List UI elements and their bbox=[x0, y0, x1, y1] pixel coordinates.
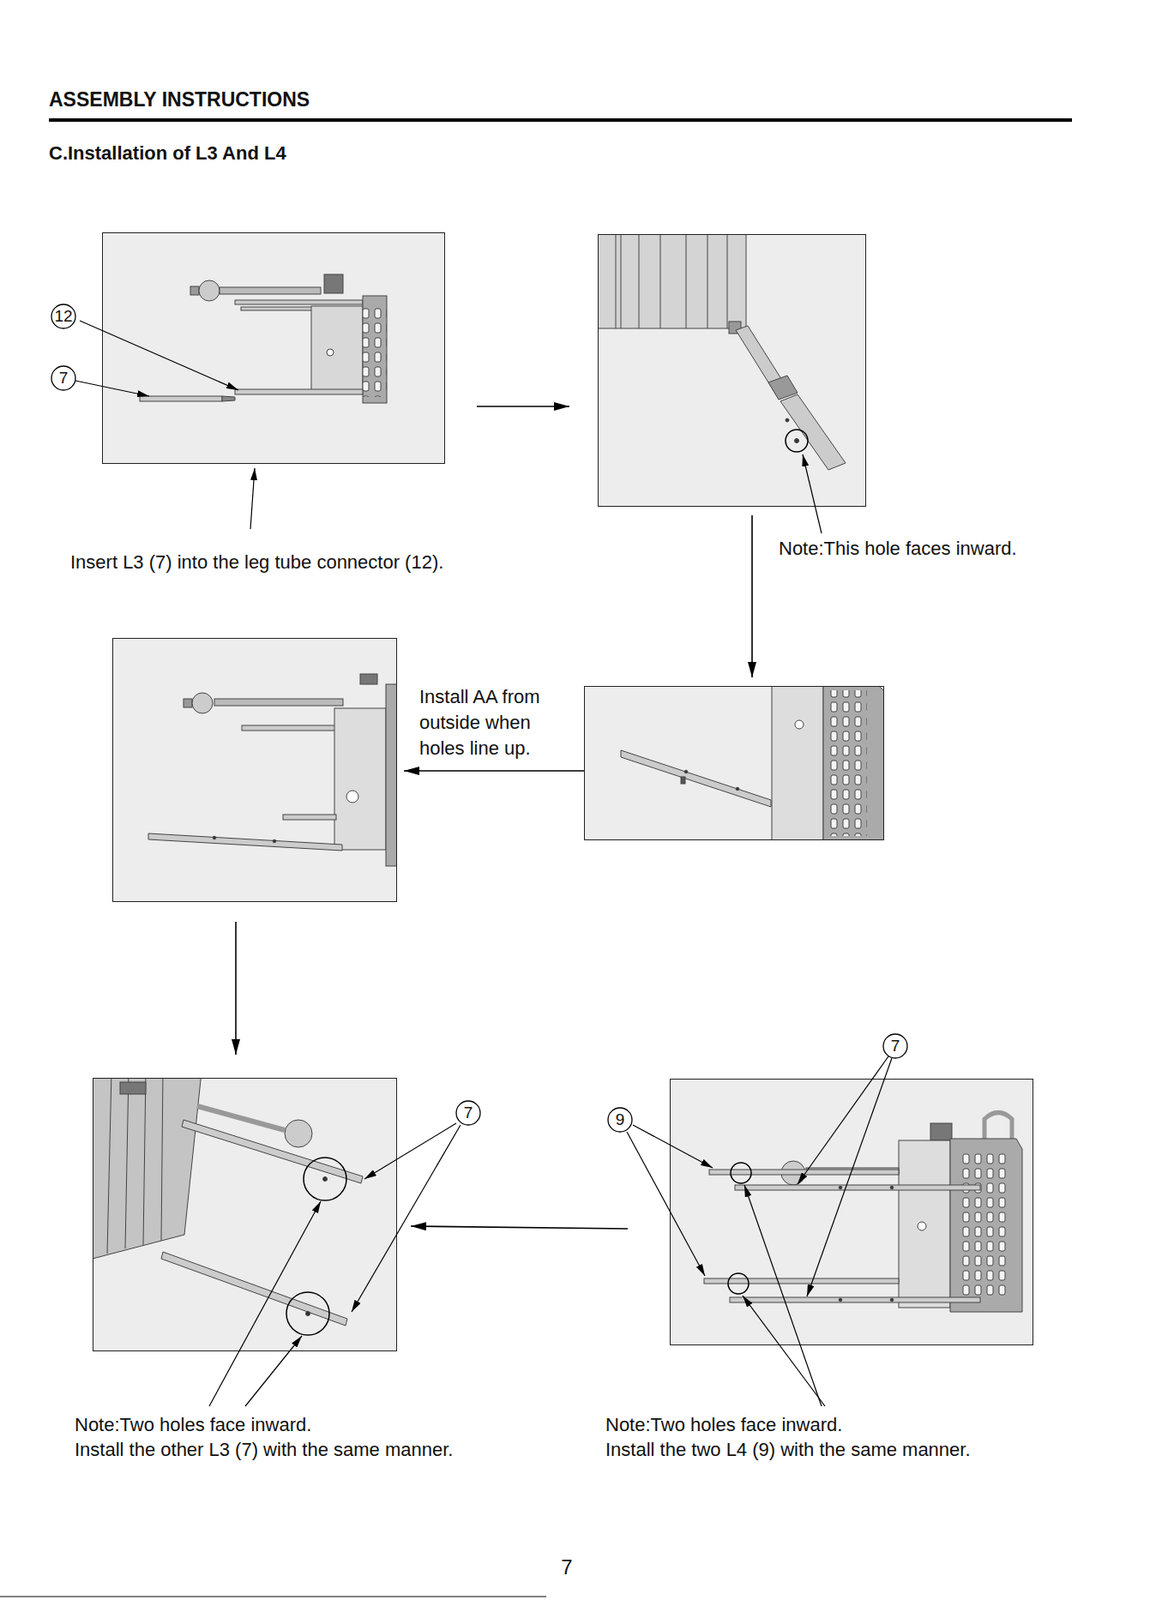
header-rule bbox=[0, 1596, 547, 1598]
callout-circle bbox=[51, 304, 76, 329]
step-panel bbox=[112, 638, 398, 903]
step-panel: Note:Two holes face inward.Install the o… bbox=[92, 1077, 398, 1352]
flow-arrow bbox=[751, 515, 753, 678]
callout-number: 12 bbox=[51, 304, 76, 329]
flow-arrow bbox=[234, 921, 237, 1055]
instruction-note: Insert L3 (7) into the leg tube connecto… bbox=[70, 551, 444, 574]
header-rule bbox=[0, 118, 1072, 1597]
arrow-label: Install AA from outside when holes line … bbox=[419, 684, 574, 762]
header-rule bbox=[48, 118, 1072, 122]
step-panel: Note:Two holes face inward.Install the t… bbox=[669, 1078, 1034, 1346]
step-panel: Note:This hole faces inward. bbox=[597, 234, 867, 507]
flow-arrow bbox=[403, 770, 584, 772]
instruction-note: Note:Two holes face inward. bbox=[605, 1414, 843, 1437]
callout-number: 7 bbox=[883, 1034, 908, 1059]
step-panel bbox=[584, 686, 885, 841]
section-heading: C.Installation of L3 And L4 bbox=[48, 142, 287, 165]
flow-arrow bbox=[476, 405, 570, 408]
page-number: 7 bbox=[549, 1555, 584, 1580]
flow-arrow bbox=[410, 1226, 628, 1229]
step-panel: Insert L3 (7) into the leg tube connecto… bbox=[102, 232, 446, 464]
callout-circle bbox=[456, 1101, 481, 1126]
callout-circle bbox=[608, 1107, 633, 1132]
instruction-note: Note:Two holes face inward. bbox=[74, 1414, 312, 1437]
callout-number: 7 bbox=[456, 1101, 481, 1126]
callout-circle bbox=[883, 1034, 908, 1059]
leader-line bbox=[250, 468, 255, 530]
instruction-note: Note:This hole faces inward. bbox=[778, 537, 1018, 560]
page-title: ASSEMBLY INSTRUCTIONS bbox=[48, 88, 310, 112]
callout-circle bbox=[51, 366, 76, 391]
instruction-note: Install the two L4 (9) with the same man… bbox=[605, 1438, 971, 1462]
callout-number: 9 bbox=[608, 1107, 633, 1132]
instruction-note: Install the other L3 (7) with the same m… bbox=[74, 1438, 453, 1462]
callout-number: 7 bbox=[51, 366, 76, 391]
